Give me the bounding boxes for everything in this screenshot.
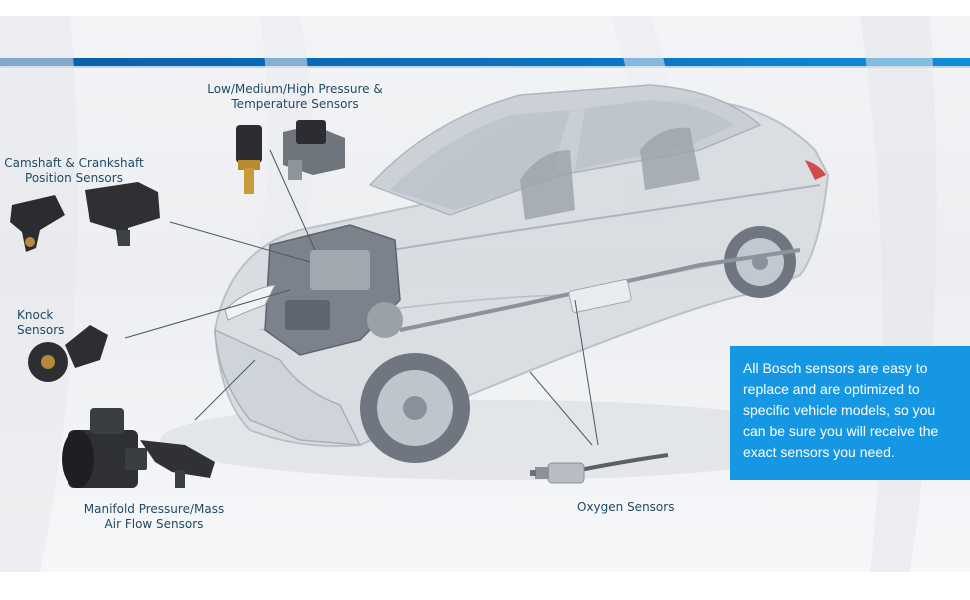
camshaft-crankshaft-sensor-image [10, 182, 160, 252]
car-illustration [160, 84, 840, 480]
pressure-temperature-sensor-image [236, 120, 345, 194]
label-knock: Knock Sensors [17, 308, 64, 338]
label-camshaft-crankshaft-line1: Camshaft & Crankshaft [4, 156, 144, 170]
front-wheel [360, 353, 470, 463]
header-blue-band [0, 58, 970, 66]
label-manifold-maf-line2: Air Flow Sensors [104, 517, 204, 531]
info-callout-box: All Bosch sensors are easy to replace an… [730, 346, 970, 480]
engine [264, 224, 403, 356]
info-callout-text: All Bosch sensors are easy to replace an… [743, 360, 939, 460]
label-knock-line2: Sensors [17, 323, 65, 337]
manifold-maf-sensor-image [62, 408, 215, 488]
oxygen-sensor-image [530, 453, 669, 484]
label-camshaft-crankshaft-line2: Position Sensors [25, 171, 123, 185]
knock-sensor-image [28, 325, 108, 382]
label-manifold-maf-line1: Manifold Pressure/Mass [83, 502, 225, 516]
rear-wheel [724, 226, 796, 298]
label-manifold-maf: Manifold Pressure/Mass Air Flow Sensors [80, 502, 228, 532]
label-pressure-temperature-line2: Temperature Sensors [231, 97, 359, 111]
label-pressure-temperature: Low/Medium/High Pressure & Temperature S… [205, 82, 385, 112]
header-accent-line [0, 66, 970, 68]
label-pressure-temperature-line1: Low/Medium/High Pressure & [207, 82, 383, 96]
label-camshaft-crankshaft: Camshaft & Crankshaft Position Sensors [4, 156, 144, 186]
label-oxygen-line1: Oxygen Sensors [577, 500, 675, 514]
label-knock-line1: Knock [17, 308, 54, 322]
leader-lines [124, 149, 599, 446]
label-oxygen: Oxygen Sensors [577, 500, 674, 515]
